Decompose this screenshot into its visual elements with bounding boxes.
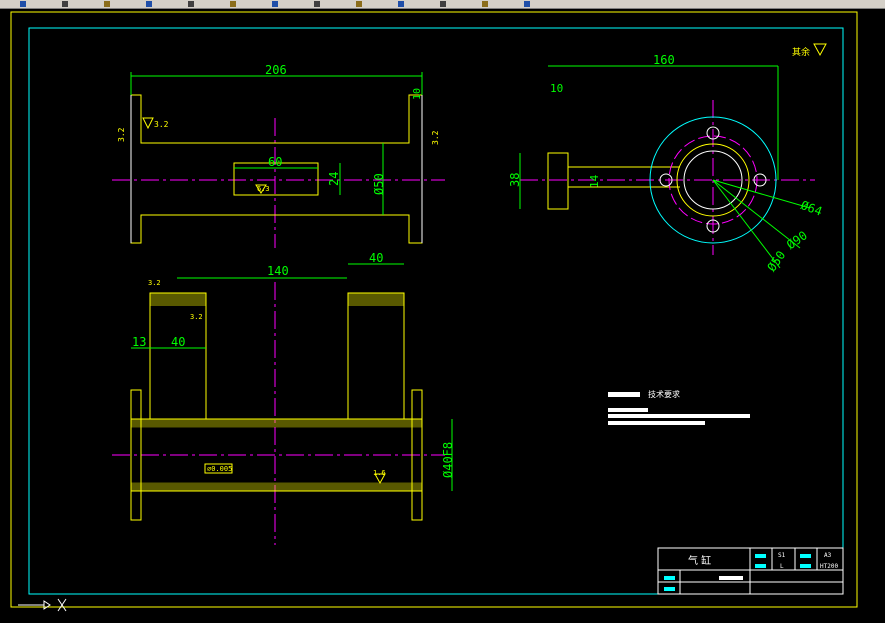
roughness-symbol — [374, 473, 386, 485]
bolt-hole — [659, 173, 673, 187]
bore-outer — [676, 143, 750, 217]
save-icon[interactable] — [104, 1, 110, 7]
scale-label: S1 — [778, 552, 786, 559]
note-line — [608, 408, 648, 412]
dim-50-leader — [712, 179, 781, 269]
ucs-icon — [18, 598, 67, 612]
title-block-bar — [719, 576, 743, 580]
flange-right — [411, 389, 423, 521]
roughness-symbol — [142, 117, 154, 130]
open-icon[interactable] — [62, 1, 68, 7]
title-block-bar — [800, 564, 811, 568]
note-line — [608, 421, 705, 425]
roughness-text: 6.3 — [257, 185, 270, 193]
dim-14-text: 14 — [588, 174, 601, 188]
material-label: HT200 — [820, 563, 838, 570]
title-block-bar — [755, 564, 766, 568]
dim-206-text: 206 — [265, 63, 287, 77]
hatch-body-bottom — [130, 482, 423, 492]
new-icon[interactable] — [20, 1, 26, 7]
technical-notes: 技术要求 — [608, 389, 750, 425]
undo-icon[interactable] — [314, 1, 320, 7]
part-name: 气 缸 — [688, 554, 711, 567]
dim-64-leader — [712, 179, 811, 209]
bolt-hole — [706, 219, 720, 233]
hatch-upright-right — [348, 293, 404, 306]
paste-icon[interactable] — [272, 1, 278, 7]
front-view: 140 40 13 40 Ø40F8 3.2 3.2 1.6 ⌀0.005 — [112, 251, 455, 545]
dim-90-text: Ø90 — [784, 228, 810, 252]
print-icon[interactable] — [146, 1, 152, 7]
side-view: 160 10 38 14 Ø64 Ø90 Ø50 其余 — [508, 43, 827, 274]
sheet-label: A3 — [824, 552, 832, 559]
dim-140-text: 140 — [267, 264, 289, 278]
cut-icon[interactable] — [188, 1, 194, 7]
roughness-text: 1.6 — [373, 469, 386, 477]
upright-right — [347, 292, 405, 420]
dim-38-text: 38 — [508, 173, 522, 187]
tolerance-frame — [204, 463, 233, 474]
redo-icon[interactable] — [356, 1, 362, 7]
roughness-rest-symbol — [813, 43, 827, 57]
top-view: 206 60 24 Ø50 10 3.2 3.2 6.3 3.2 — [112, 63, 445, 248]
dim-24-text: 24 — [327, 172, 341, 186]
ucs-x-mark — [57, 598, 67, 612]
dim-10-text: 10 — [412, 88, 423, 100]
sheet-outer-border — [10, 11, 858, 608]
top-view-outline — [130, 94, 423, 244]
toolbar — [0, 0, 885, 9]
dim-60-text: 60 — [268, 155, 282, 169]
roughness-text: 3.2 — [190, 313, 203, 321]
ucs-arrow — [43, 600, 51, 610]
title-block-bar — [664, 587, 675, 591]
note-line — [608, 414, 750, 418]
title-block-bar — [755, 554, 766, 558]
notes-title: 技术要求 — [648, 389, 680, 399]
roughness-text: 3.2 — [154, 120, 169, 129]
bore-inner — [683, 150, 743, 210]
properties-icon[interactable] — [482, 1, 488, 7]
layer-icon[interactable] — [524, 1, 530, 7]
title-block-bar — [800, 554, 811, 558]
qty-label: L — [780, 563, 784, 570]
hatch-body-top — [130, 418, 423, 428]
flange-circle — [649, 116, 777, 244]
roughness-symbol — [255, 184, 267, 194]
roughness-text: 3.2 — [148, 279, 161, 287]
title-block: 气 缸 S1 A3 L HT200 — [657, 547, 844, 595]
dim-13-text: 13 — [132, 335, 146, 349]
bolt-hole — [753, 173, 767, 187]
hatch-upright-left — [150, 293, 206, 306]
sheet-inner-border — [28, 27, 844, 595]
copy-icon[interactable] — [230, 1, 236, 7]
bolt-hole — [706, 126, 720, 140]
note-bar — [608, 392, 640, 397]
roughness-rest-text: 其余 — [792, 46, 810, 58]
roughness-text: 3.2 — [431, 130, 440, 145]
flange-left — [130, 389, 142, 521]
roughness-text: 3.2 — [117, 127, 126, 142]
cad-drawing-canvas[interactable]: 206 60 24 Ø50 10 3.2 3.2 6.3 3.2 160 10 — [0, 8, 885, 623]
dim-90-leader — [712, 179, 801, 249]
tolerance-text: ⌀0.005 — [207, 465, 232, 473]
upright-left — [149, 292, 207, 420]
dim-10-text: 10 — [550, 82, 563, 95]
dim-50-text: Ø50 — [372, 173, 386, 195]
dim-40-left-text: 40 — [171, 335, 185, 349]
dim-64-text: Ø64 — [799, 198, 824, 219]
side-view-block — [547, 152, 569, 210]
dim-40-top-text: 40 — [369, 251, 383, 265]
dim-40f8-text: Ø40F8 — [441, 442, 455, 478]
zoom-icon[interactable] — [440, 1, 446, 7]
bolt-circle — [668, 135, 758, 225]
top-view-slot — [233, 162, 319, 196]
pan-icon[interactable] — [398, 1, 404, 7]
title-block-bar — [664, 576, 675, 580]
dim-160-text: 160 — [653, 53, 675, 67]
